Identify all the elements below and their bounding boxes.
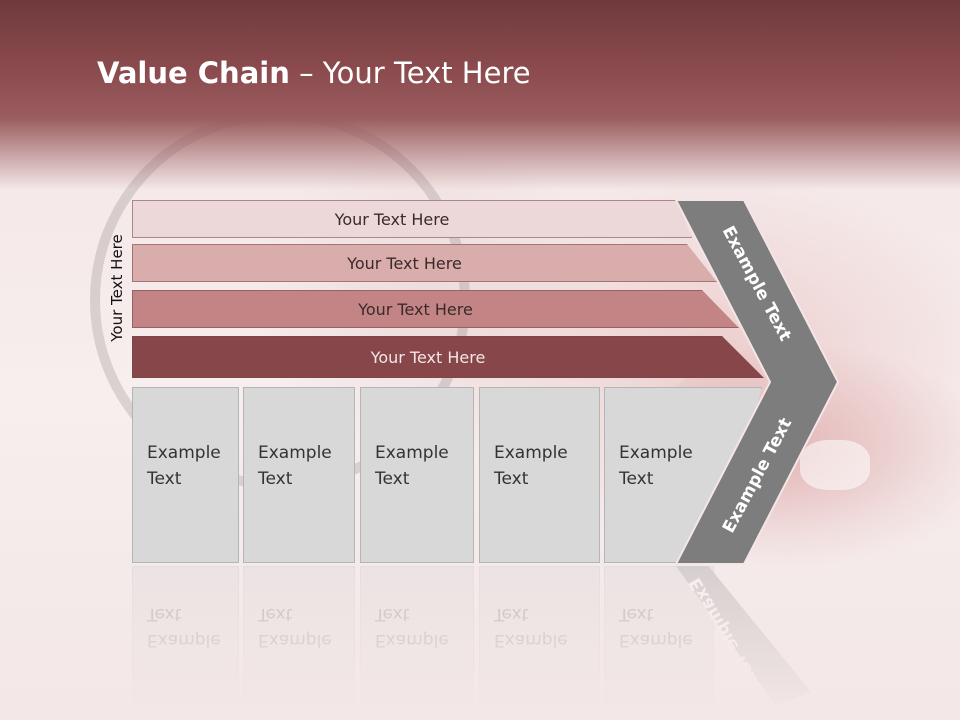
- column-2: Example Text: [243, 387, 355, 563]
- band-4-label: Your Text Here: [370, 347, 486, 367]
- column-2-line-2: Text: [258, 469, 293, 489]
- slide-title-bold: Value Chain: [97, 56, 290, 90]
- band-2-label: Your Text Here: [347, 253, 462, 273]
- band-4: Your Text Here: [132, 336, 764, 378]
- band-1: Your Text Here: [132, 200, 692, 238]
- tooth-decoration: [800, 440, 870, 490]
- slide-title-rest: – Your Text Here: [289, 56, 531, 90]
- column-5-line-2: Text: [619, 469, 654, 489]
- band-2: Your Text Here: [132, 244, 717, 282]
- column-3: Example Text: [360, 387, 474, 563]
- column-1: Example Text: [132, 387, 239, 563]
- slide-title: Value Chain – Your Text Here: [97, 56, 531, 90]
- column-1-line-1: Example: [147, 443, 221, 463]
- side-label: Your Text Here: [108, 234, 126, 342]
- column-2-line-1: Example: [258, 443, 332, 463]
- column-3-line-2: Text: [375, 469, 410, 489]
- column-4: Example Text: [479, 387, 600, 563]
- column-5-line-1: Example: [619, 443, 693, 463]
- band-3: Your Text Here: [132, 290, 739, 328]
- column-4-line-1: Example: [494, 443, 568, 463]
- band-1-label: Your Text Here: [334, 209, 450, 229]
- column-3-line-1: Example: [375, 443, 449, 463]
- header-band: [0, 0, 960, 190]
- band-3-label: Your Text Here: [358, 299, 473, 319]
- column-4-line-2: Text: [494, 469, 529, 489]
- column-1-line-2: Text: [147, 469, 182, 489]
